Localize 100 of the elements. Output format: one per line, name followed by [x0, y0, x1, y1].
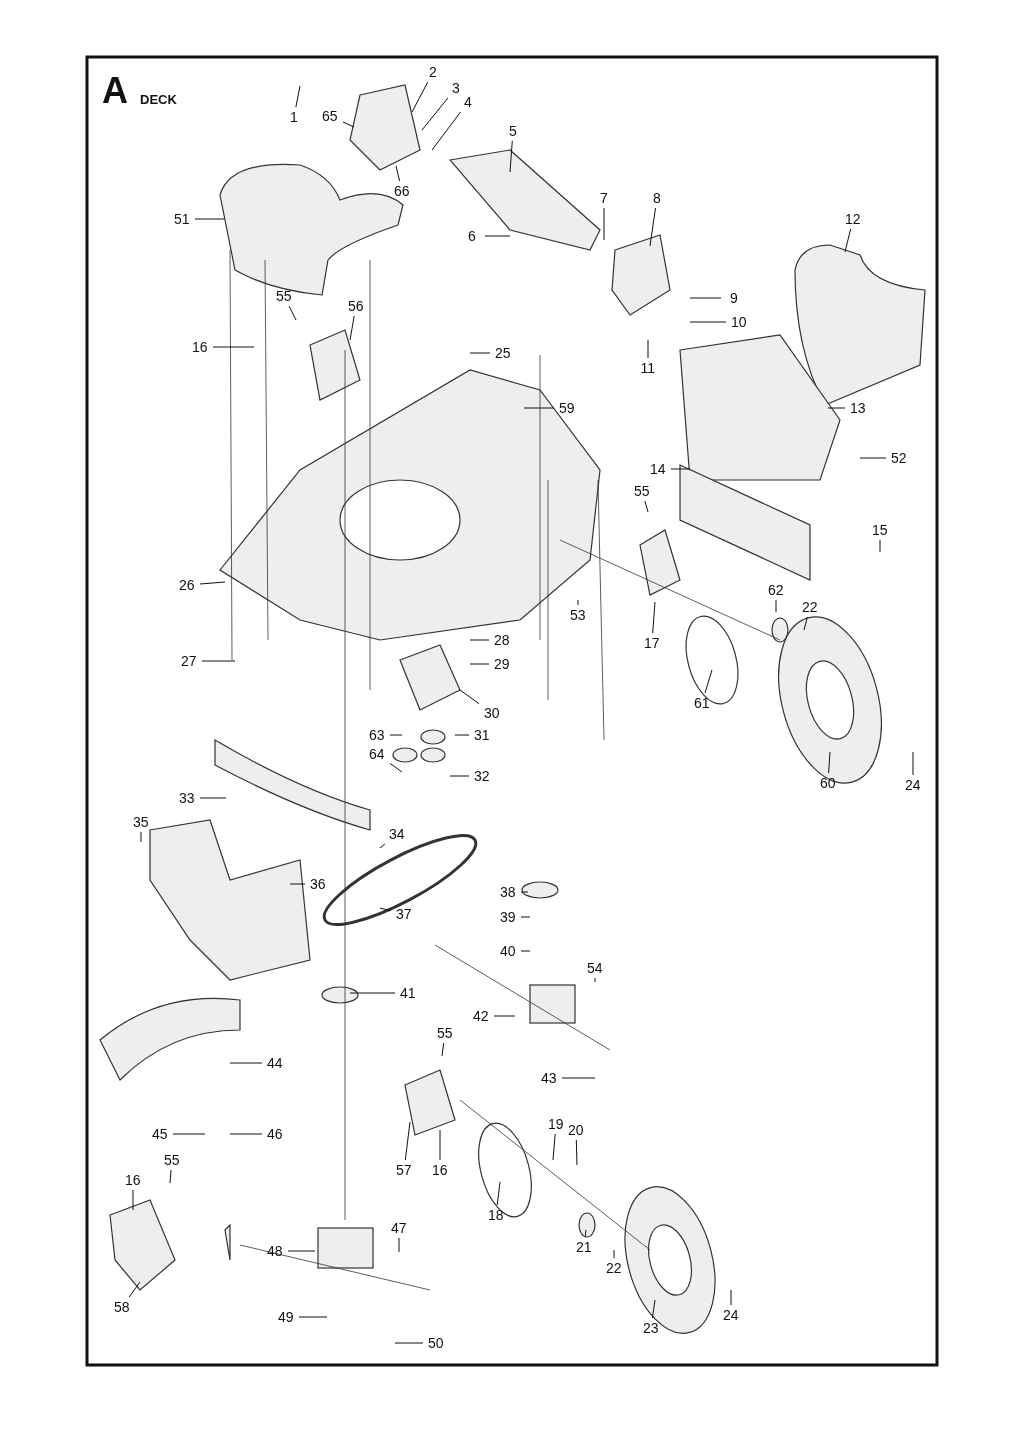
callout-number: 14 [650, 462, 666, 476]
callout-number: 55 [276, 289, 292, 303]
callout-number: 16 [432, 1163, 448, 1177]
leader-line [689, 321, 727, 323]
callout-number: 52 [891, 451, 907, 465]
leader-line [172, 1133, 206, 1135]
callout-number: 11 [640, 361, 656, 375]
leader-line [775, 599, 777, 613]
callout-number: 15 [872, 523, 888, 537]
leader-line [132, 1189, 134, 1211]
callout-number: 10 [731, 315, 747, 329]
leader-line [520, 950, 531, 952]
leader-line [469, 639, 490, 641]
callout-number: 34 [389, 827, 405, 841]
callout-number: 13 [850, 401, 866, 415]
callout-number: 42 [473, 1009, 489, 1023]
callout-number: 65 [322, 109, 338, 123]
callout-number: 8 [653, 191, 661, 205]
leader-line [431, 111, 461, 151]
section-letter: A [102, 72, 128, 110]
callout-number: 55 [634, 484, 650, 498]
callout-number: 53 [570, 608, 586, 622]
callout-number: 47 [391, 1221, 407, 1235]
callout-number: 55 [164, 1153, 180, 1167]
leader-line [395, 165, 401, 182]
leader-line [349, 315, 355, 341]
callout-number: 35 [133, 815, 149, 829]
leader-line [379, 907, 392, 912]
callout-number: 59 [559, 401, 575, 415]
leader-line [879, 539, 881, 553]
leader-line [704, 669, 713, 694]
callout-number: 19 [548, 1117, 564, 1131]
leader-line [128, 1281, 141, 1298]
leader-line [912, 751, 914, 776]
callout-number: 60 [820, 776, 836, 790]
leader-line [651, 1299, 656, 1319]
callout-number: 17 [644, 636, 660, 650]
callout-number: 18 [488, 1208, 504, 1222]
callout-number: 2 [429, 65, 437, 79]
leader-line [844, 228, 852, 253]
callout-number: 39 [500, 910, 516, 924]
leader-line [199, 581, 226, 585]
callout-number: 5 [509, 124, 517, 138]
leader-line [421, 97, 449, 131]
leader-line [647, 339, 649, 359]
leader-line [644, 500, 649, 513]
callout-number: 6 [468, 229, 476, 243]
leader-line [398, 1237, 400, 1253]
callout-number: 64 [369, 747, 385, 761]
leader-line [404, 1121, 411, 1161]
callout-number: 1 [290, 110, 298, 124]
leader-line [652, 601, 656, 634]
callout-number: 43 [541, 1071, 557, 1085]
leader-line [584, 1229, 587, 1238]
callout-number: 9 [730, 291, 738, 305]
leader-line [469, 663, 490, 665]
callout-number: 49 [278, 1310, 294, 1324]
leader-line [828, 751, 831, 774]
leader-line [342, 121, 355, 128]
leader-line [201, 660, 236, 662]
callout-number: 38 [500, 885, 516, 899]
callout-number: 4 [464, 95, 472, 109]
leader-line [509, 140, 513, 173]
callout-number: 3 [452, 81, 460, 95]
leader-line [803, 616, 808, 631]
callout-number: 32 [474, 769, 490, 783]
callout-number: 23 [643, 1321, 659, 1335]
callout-number: 51 [174, 212, 190, 226]
leader-line [288, 305, 297, 321]
leader-line [603, 207, 605, 241]
callout-number: 54 [587, 961, 603, 975]
leader-line [859, 457, 887, 459]
leader-line [229, 1062, 263, 1064]
leader-line [613, 1249, 615, 1259]
leader-line [295, 85, 301, 108]
callout-number: 61 [694, 696, 710, 710]
leader-line [454, 734, 470, 736]
callout-number: 66 [394, 184, 410, 198]
callout-number: 29 [494, 657, 510, 671]
callout-number: 24 [905, 778, 921, 792]
callout-number: 56 [348, 299, 364, 313]
callout-number: 57 [396, 1163, 412, 1177]
leader-line [459, 689, 480, 705]
leader-line [441, 1042, 445, 1057]
leader-line [561, 1077, 596, 1079]
leader-line [287, 1250, 316, 1252]
leader-line [298, 1316, 328, 1318]
leader-line [520, 916, 531, 918]
leader-line [649, 207, 656, 247]
callout-number: 30 [484, 706, 500, 720]
callout-number: 58 [114, 1300, 130, 1314]
leader-line [394, 1342, 424, 1344]
callout-number: 22 [606, 1261, 622, 1275]
leader-line [520, 891, 529, 893]
callout-number: 24 [723, 1308, 739, 1322]
callout-number: 33 [179, 791, 195, 805]
leader-line [496, 1181, 501, 1206]
callout-number: 48 [267, 1244, 283, 1258]
leader-line [229, 1133, 263, 1135]
callout-number: 12 [845, 212, 861, 226]
